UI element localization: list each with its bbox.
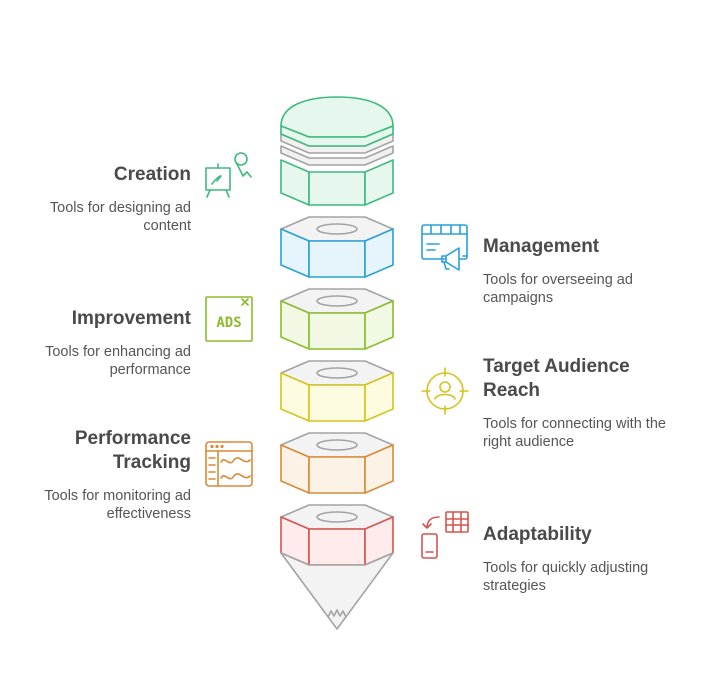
creation-prism-right — [364, 159, 394, 206]
creation-title: Creation — [113, 164, 191, 185]
slice-tracking-right — [364, 444, 394, 494]
slice-target — [280, 360, 394, 422]
creation-prism-front — [308, 171, 366, 206]
ads-window-icon: ADS — [205, 296, 253, 342]
slice-target-front — [308, 384, 366, 422]
creation-prism-left — [280, 159, 310, 206]
slice-tracking-hole — [316, 439, 358, 451]
slice-adaptability-front — [308, 528, 366, 566]
slice-management-right — [364, 228, 394, 278]
tracking-title: Performance Tracking — [74, 428, 191, 473]
slice-improvement-right — [364, 300, 394, 350]
creation-desc: Tools for designing ad content — [49, 200, 191, 234]
creation-dome — [280, 96, 394, 138]
tracking-desc: Tools for monitoring ad effectiveness — [44, 488, 191, 522]
slice-management — [280, 216, 394, 278]
ferrule-band-2 — [280, 145, 394, 166]
slice-adaptability-hole — [316, 511, 358, 523]
slice-improvement-hole — [316, 295, 358, 307]
pencil-tip-cone — [280, 552, 394, 630]
improvement-title: Improvement — [71, 308, 191, 329]
target-desc: Tools for connecting with the right audi… — [483, 416, 666, 450]
management-desc: Tools for overseeing ad campaigns — [483, 272, 633, 306]
eraser-cap — [280, 96, 394, 206]
easel-brush-icon — [205, 152, 252, 198]
pencil-tip — [280, 552, 394, 630]
improvement-desc: Tools for enhancing ad performance — [45, 344, 191, 378]
slice-tracking — [280, 432, 394, 494]
target-title: Target Audience Reach — [483, 356, 630, 401]
target-user-icon — [421, 367, 469, 415]
slice-tracking-front — [308, 456, 366, 494]
slice-management-front — [308, 240, 366, 278]
slice-adaptability — [280, 504, 394, 566]
ads-icon-text: ADS — [216, 315, 241, 331]
management-title: Management — [483, 236, 600, 257]
slice-improvement-front — [308, 312, 366, 350]
pencil-lead — [327, 609, 347, 618]
analytics-window-icon — [205, 441, 253, 487]
adaptability-title: Adaptability — [483, 524, 592, 545]
slice-management-hole — [316, 223, 358, 235]
device-sync-icon — [421, 511, 469, 559]
calendar-megaphone-icon — [421, 224, 468, 271]
creation-dome-base — [280, 125, 394, 147]
slice-target-hole — [316, 367, 358, 379]
slice-improvement — [280, 288, 394, 350]
adaptability-desc: Tools for quickly adjusting strategies — [483, 560, 649, 594]
slice-target-right — [364, 372, 394, 422]
